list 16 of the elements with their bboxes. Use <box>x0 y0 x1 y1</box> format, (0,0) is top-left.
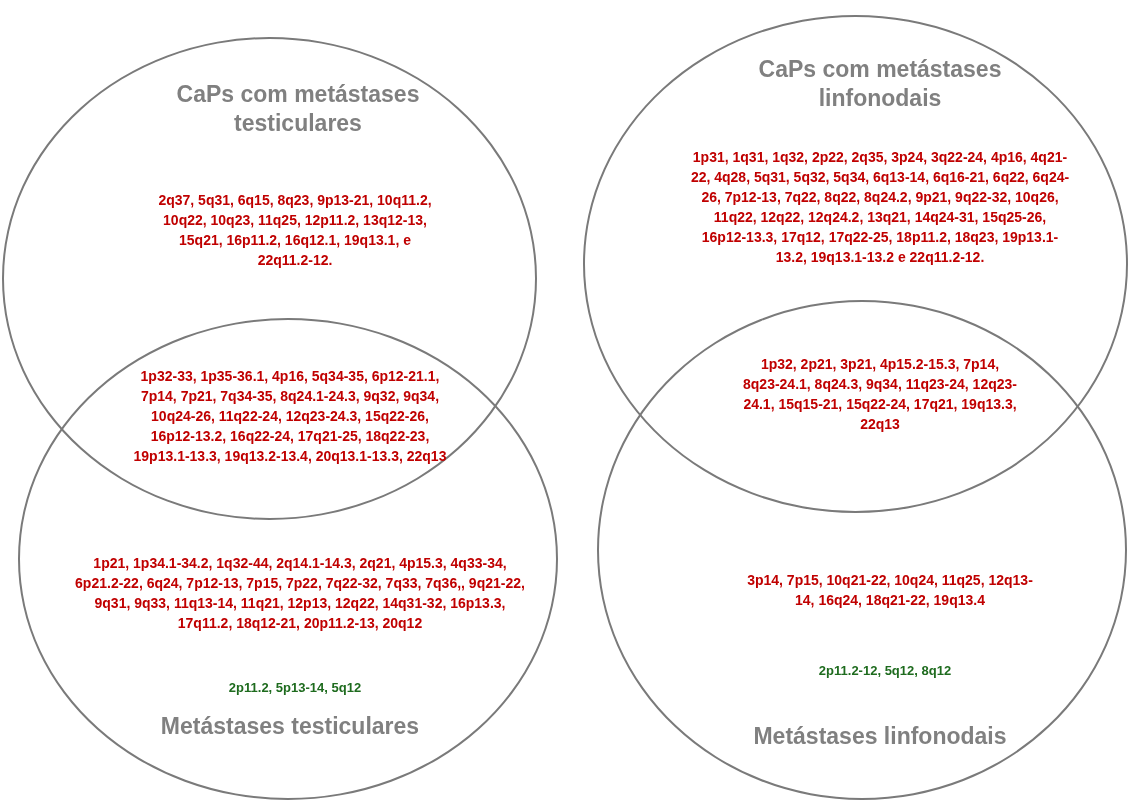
band-list: 2q37, 5q31, 6q15, 8q23, 9p13-21, 10q11.2, 10q22, 10q23, 11q25, 12p11.2, 13q12-13, 15q21, 16p11.2, 16q12.1, 19q13.1, e 22q11.2-12. <box>150 190 440 270</box>
band-list: 3p14, 7p15, 10q21-22, 10q24, 11q25, 12q13-14, 16q24, 18q21-22, 19q13.4 <box>745 570 1035 610</box>
band-list: 1p21, 1p34.1-34.2, 1q32-44, 2q14.1-14.3, 2q21, 4p15.3, 4q33-34, 6p21.2-22, 6q24, 7p12-13, 7p15, 7p22, 7q22-32, 7q33, 7q36,, 9q21-22, 9q31, 9q33, 11q13-14, 11q21, 12p13, 12q22, 14q31-32, 16p13.3, 17q11.2, 18q12-21, 20p11.2-13, 20q12 <box>75 553 525 633</box>
band-list: 2p11.2-12, 5q12, 8q12 <box>765 661 1005 680</box>
band-list: 1p31, 1q31, 1q32, 2p22, 2q35, 3p24, 3q22-24, 4p16, 4q21-22, 4q28, 5q31, 5q32, 5q34, 6q13-14, 6q16-21, 6q22, 6q24-26, 7p12-13, 7q22, 8q22, 8q24.2, 9p21, 9q22-32, 10q26, 11q22, 12q22, 12q24.2, 13q21, 14q24-31, 15q25-26, 16p12-13.3, 17q12, 17q22-25, 18p11.2, 18q23, 19p13.1-13.2, 19q13.1-13.2 e 22q11.2-12. <box>690 147 1070 267</box>
node-title: Metástases linfonodais <box>752 722 1008 751</box>
venn-circle <box>583 15 1128 513</box>
node-title: CaPs com metástases testiculares <box>175 80 421 138</box>
venn-circle <box>597 300 1127 800</box>
overlap-band-list: 1p32, 2p21, 3p21, 4p15.2-15.3, 7p14, 8q23-24.1, 8q24.3, 9q34, 11q23-24, 12q23-24.1, 15q15-21, 15q22-24, 17q21, 19q13.3, 22q13 <box>742 354 1018 434</box>
venn-circle <box>2 37 537 520</box>
band-list: 2p11.2, 5p13-14, 5q12 <box>175 678 415 697</box>
node-title: CaPs com metástases linfonodais <box>757 55 1003 113</box>
overlap-band-list: 1p32-33, 1p35-36.1, 4p16, 5q34-35, 6p12-21.1, 7p14, 7p21, 7q34-35, 8q24.1-24.3, 9q32, 9q34, 10q24-26, 11q22-24, 12q23-24.3, 15q22-26, 16p12-13.2, 16q22-24, 17q21-25, 18q22-23, 19p13.1-13.3, 19q13.2-13.4, 20q13.1-13.3, 22q13 <box>130 366 450 466</box>
node-title: Metástases testiculares <box>159 712 421 741</box>
venn-circle <box>18 318 558 800</box>
